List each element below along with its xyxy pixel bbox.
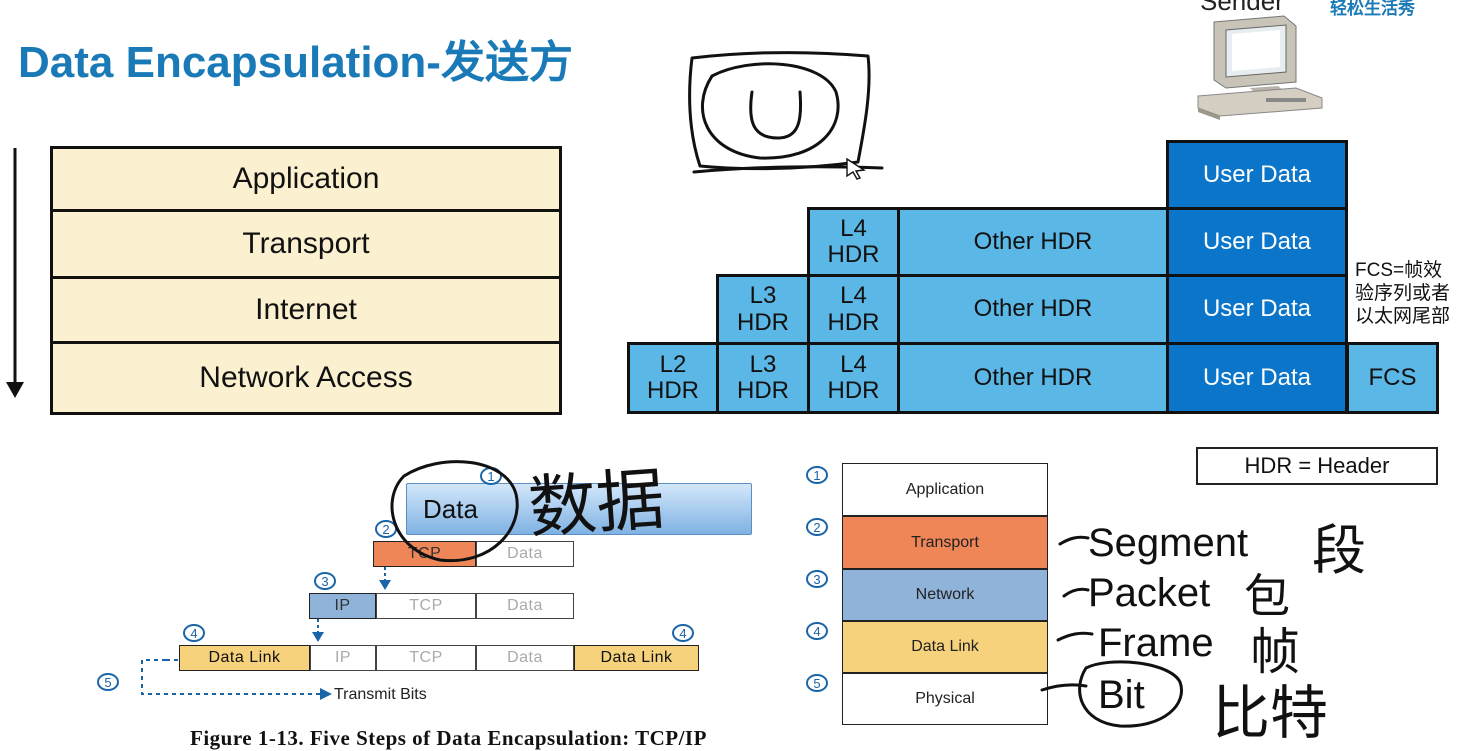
layer-network-access: Network Access	[50, 341, 562, 415]
l4-hdr-row2: L4 HDR	[807, 207, 900, 277]
handwriting-data-cn: 数据	[525, 460, 668, 549]
fcs-cell: FCS	[1346, 342, 1439, 414]
page-title: Data Encapsulation-发送方	[18, 38, 573, 87]
user-data-row2: User Data	[1166, 207, 1348, 277]
stack-transport: Transport	[842, 516, 1048, 569]
data-bar-label: Data	[423, 494, 478, 524]
stack-physical: Physical	[842, 673, 1048, 725]
l3-hdr-row4: L3 HDR	[716, 342, 810, 414]
handwriting-frame-cn: 帧	[1250, 623, 1300, 681]
pdu-segment: Segment	[1088, 521, 1249, 565]
cursor-icon	[846, 157, 866, 180]
data-step4: Data	[476, 645, 574, 671]
l3-hdr-row3: L3 HDR	[716, 274, 810, 345]
stack-step-1: 1	[806, 466, 828, 484]
data-link-trailer-step4: Data Link	[574, 645, 699, 671]
layer-internet: Internet	[50, 276, 562, 344]
handwriting-segment-cn: 段	[1312, 519, 1366, 582]
step-5-marker: 5	[97, 673, 119, 691]
figure-caption: Figure 1-13. Five Steps of Data Encapsul…	[190, 726, 707, 750]
handwriting-bit-cn: 比特	[1212, 679, 1329, 747]
ip-header-step3: IP	[309, 593, 376, 619]
computer-icon	[1197, 15, 1323, 120]
stack-step-4: 4	[806, 622, 828, 640]
layer-application: Application	[50, 146, 562, 212]
l4-hdr-row3: L4 HDR	[807, 274, 900, 345]
pdu-frame: Frame	[1098, 621, 1214, 665]
data-link-header-step4: Data Link	[179, 645, 310, 671]
tcp-step4: TCP	[376, 645, 476, 671]
user-data-row3: User Data	[1166, 274, 1348, 345]
step-1-marker: 1	[480, 467, 502, 485]
stack-data-link: Data Link	[842, 621, 1048, 673]
step-3-marker: 3	[314, 572, 336, 590]
down-arrow-icon	[6, 148, 24, 398]
user-data-row4: User Data	[1166, 342, 1348, 414]
pdu-packet: Packet	[1088, 571, 1211, 615]
user-data-row1: User Data	[1166, 140, 1348, 210]
l4-hdr-row4: L4 HDR	[807, 342, 900, 414]
fcs-note: FCS=帧效 验序列或者 以太网尾部	[1355, 260, 1451, 327]
tcp-header-step2: TCP	[373, 541, 476, 567]
stack-network: Network	[842, 569, 1048, 621]
stack-step-2: 2	[806, 518, 828, 536]
step-2-marker: 2	[375, 520, 397, 538]
l2-hdr-row4: L2 HDR	[627, 342, 719, 414]
other-hdr-row3: Other HDR	[897, 274, 1169, 345]
other-hdr-row4: Other HDR	[897, 342, 1169, 414]
step-4-marker-right: 4	[672, 624, 694, 642]
watermark-text: 轻松生活秀	[1330, 0, 1415, 18]
tcp-step3: TCP	[376, 593, 476, 619]
handwriting-packet-cn: 包	[1244, 569, 1290, 623]
sender-label: Sender	[1200, 0, 1284, 16]
stack-step-3: 3	[806, 570, 828, 588]
stack-step-5: 5	[806, 674, 828, 692]
ip-step4: IP	[310, 645, 376, 671]
stack-application: Application	[842, 463, 1048, 516]
step-4-marker-left: 4	[183, 624, 205, 642]
other-hdr-row2: Other HDR	[897, 207, 1169, 277]
data-step3: Data	[476, 593, 574, 619]
transmit-bits-label: Transmit Bits	[334, 686, 427, 703]
legend-box: HDR = Header	[1196, 447, 1438, 485]
layer-transport: Transport	[50, 209, 562, 279]
pdu-bit: Bit	[1098, 673, 1145, 717]
